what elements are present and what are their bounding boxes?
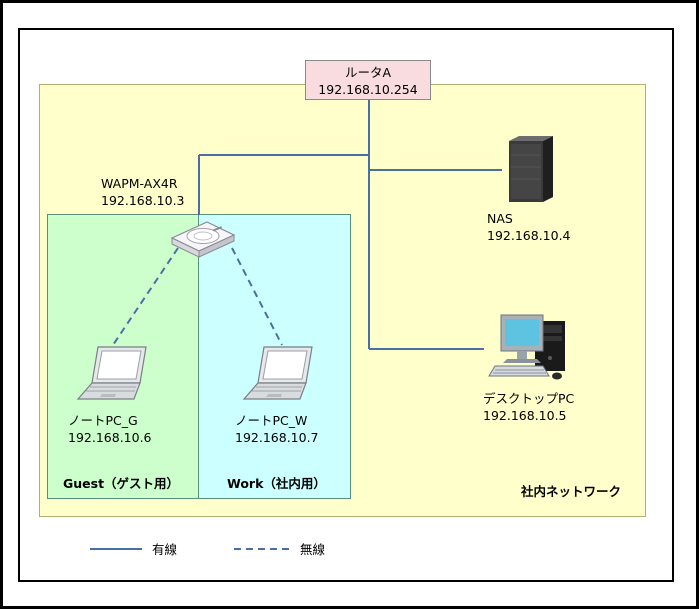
router-ip: 192.168.10.254	[318, 82, 418, 97]
work-laptop-label: ノートPC_W 192.168.10.7	[235, 412, 319, 446]
work-laptop-name: ノートPC_W	[235, 413, 308, 428]
guest-laptop-name: ノートPC_G	[68, 413, 138, 428]
wireless-link-work	[231, 247, 283, 346]
desktop-name: デスクトップPC	[483, 391, 575, 406]
work-laptop-ip: 192.168.10.7	[235, 430, 319, 445]
diagram-frame	[18, 28, 674, 582]
desktop-pc-icon	[488, 314, 565, 380]
access-point-ip: 192.168.10.3	[101, 193, 185, 208]
nas-name: NAS	[487, 211, 513, 226]
guest-laptop-label: ノートPC_G 192.168.10.6	[68, 412, 152, 446]
guest-zone-label: Guest（ゲスト用）	[63, 476, 180, 491]
router-name: ルータA	[344, 65, 392, 80]
access-point-name: WAPM-AX4R	[101, 176, 178, 191]
guest-laptop-ip: 192.168.10.6	[68, 430, 152, 445]
wireless-link-guest	[112, 247, 179, 346]
nas-label: NAS 192.168.10.4	[487, 210, 571, 244]
nas-server-icon	[509, 136, 553, 202]
nas-ip: 192.168.10.4	[487, 228, 571, 243]
router-a-box: ルータA 192.168.10.254	[305, 60, 431, 100]
laptop-icon	[242, 346, 313, 400]
work-zone-label: Work（社内用）	[227, 476, 326, 491]
laptop-icon	[76, 346, 147, 400]
wireless-access-point-icon	[170, 221, 236, 258]
legend-wired-label: 有線	[152, 542, 178, 557]
network-zone-label: 社内ネットワーク	[521, 484, 622, 499]
access-point-label: WAPM-AX4R 192.168.10.3	[101, 175, 185, 209]
desktop-label: デスクトップPC 192.168.10.5	[483, 390, 574, 424]
desktop-ip: 192.168.10.5	[483, 408, 567, 423]
legend-wireless-label: 無線	[300, 542, 326, 557]
